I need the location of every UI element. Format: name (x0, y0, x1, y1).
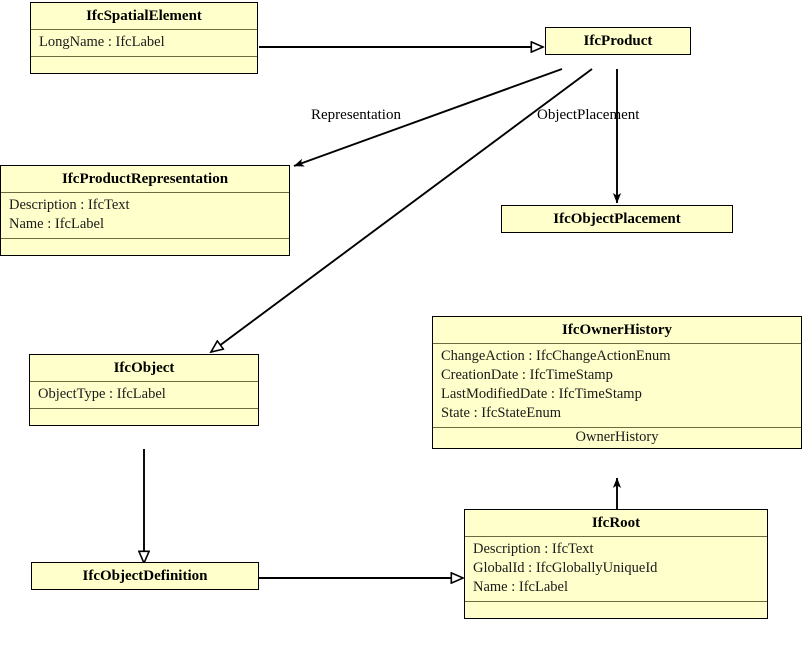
class-ifc-root[interactable]: IfcRoot Description : IfcText GlobalId :… (464, 509, 768, 619)
edge-label-objectplacement: ObjectPlacement (537, 107, 640, 123)
attribute-row: ChangeAction : IfcChangeActionEnum (441, 348, 671, 364)
attribute-row: GlobalId : IfcGloballyUniqueId (473, 560, 658, 576)
class-operations-ifc-object (30, 408, 258, 425)
class-name-ifc-object-definition: IfcObjectDefinition (82, 568, 208, 584)
attribute-row: CreationDate : IfcTimeStamp (441, 367, 613, 383)
association-role-label-ownerhistory: OwnerHistory (433, 427, 801, 448)
edge-product-to-object (211, 68, 593, 352)
class-name-ifc-object-placement: IfcObjectPlacement (553, 211, 681, 227)
class-operations-ifc-root (465, 601, 767, 618)
class-ifc-object[interactable]: IfcObject ObjectType : IfcLabel (29, 354, 259, 426)
attribute-row: LastModifiedDate : IfcTimeStamp (441, 386, 642, 402)
edge-label-representation: Representation (311, 107, 401, 123)
class-name-ifc-product-representation: IfcProductRepresentation (61, 171, 229, 187)
class-ifc-owner-history[interactable]: IfcOwnerHistory ChangeAction : IfcChange… (432, 316, 802, 449)
attribute-row: Name : IfcLabel (473, 579, 569, 595)
class-name-ifc-product: IfcProduct (583, 33, 653, 49)
attribute-row: State : IfcStateEnum (441, 405, 561, 421)
attribute-row: Name : IfcLabel (9, 216, 105, 232)
class-operations-ifc-spatial-element (31, 56, 257, 73)
edge-product-to-productrepresentation (293, 68, 563, 167)
class-ifc-product[interactable]: IfcProduct (545, 27, 691, 55)
class-attributes-ifc-owner-history: ChangeAction : IfcChangeActionEnum Creat… (433, 343, 801, 427)
class-attributes-ifc-product-representation: Description : IfcText Name : IfcLabel (1, 192, 289, 238)
class-ifc-object-placement[interactable]: IfcObjectPlacement (501, 205, 733, 233)
class-ifc-spatial-element[interactable]: IfcSpatialElement LongName : IfcLabel (30, 2, 258, 74)
class-ifc-object-definition[interactable]: IfcObjectDefinition (31, 562, 259, 590)
class-name-ifc-root: IfcRoot (591, 515, 641, 531)
attribute-row: Description : IfcText (473, 541, 594, 557)
class-attributes-ifc-object: ObjectType : IfcLabel (30, 381, 258, 408)
class-ifc-product-representation[interactable]: IfcProductRepresentation Description : I… (0, 165, 290, 256)
attribute-row: LongName : IfcLabel (39, 34, 165, 50)
attribute-row: Description : IfcText (9, 197, 130, 213)
attribute-row: ObjectType : IfcLabel (38, 386, 166, 402)
class-name-ifc-spatial-element: IfcSpatialElement (86, 8, 202, 24)
class-name-ifc-owner-history: IfcOwnerHistory (562, 322, 672, 338)
class-attributes-ifc-root: Description : IfcText GlobalId : IfcGlob… (465, 536, 767, 601)
class-operations-ifc-product-representation (1, 238, 289, 255)
class-attributes-ifc-spatial-element: LongName : IfcLabel (31, 29, 257, 56)
class-name-ifc-object: IfcObject (113, 360, 175, 376)
